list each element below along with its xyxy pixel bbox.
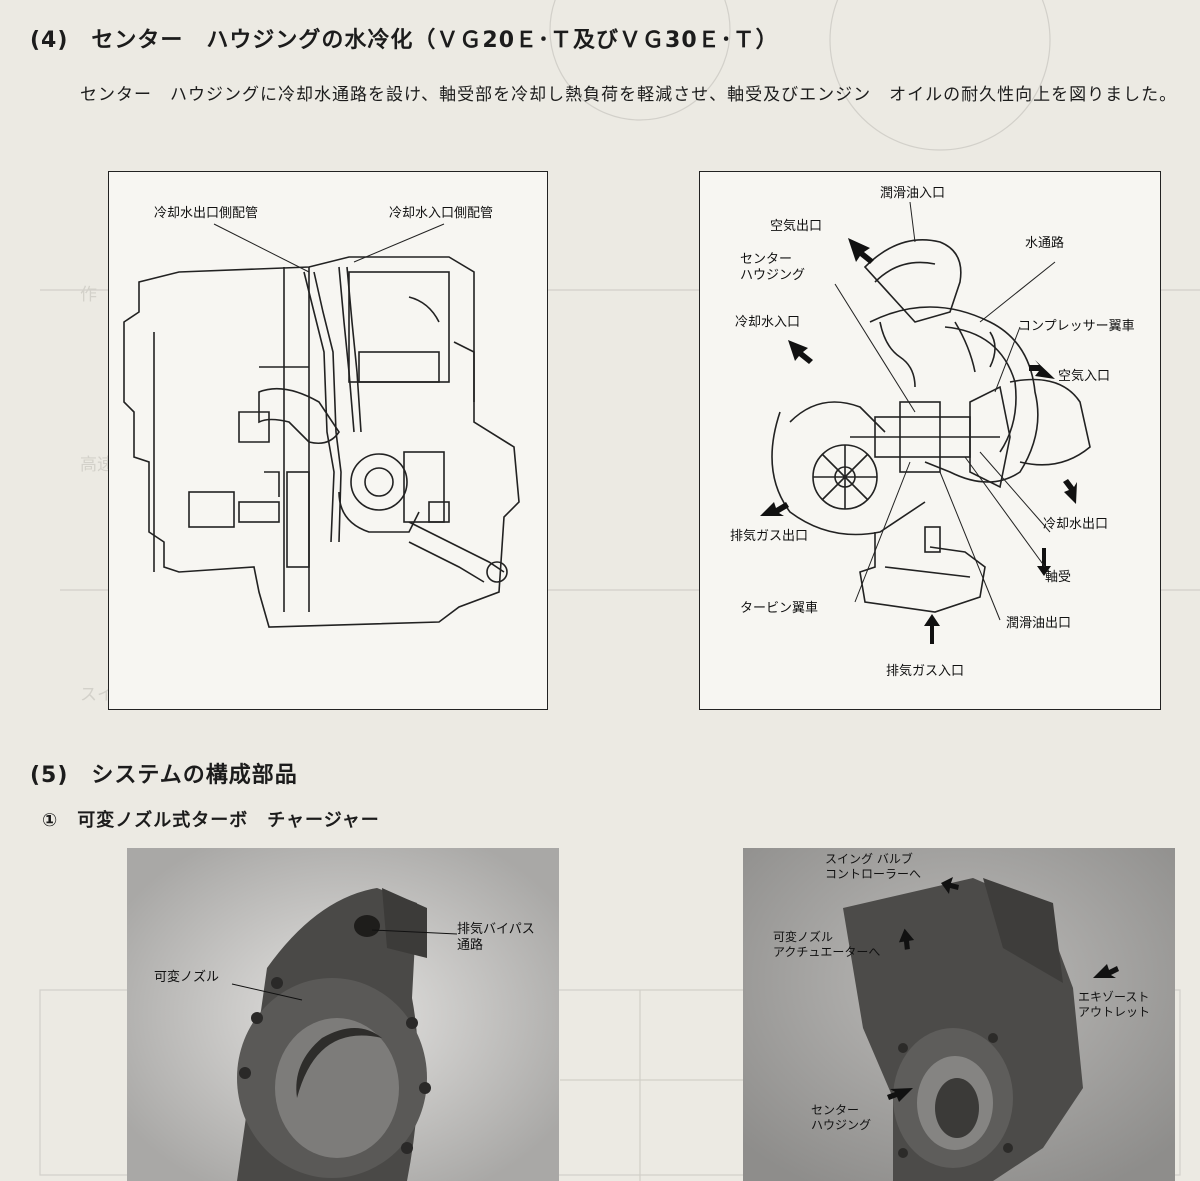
label-exhaust-inlet: 排気ガス入口 xyxy=(886,664,965,679)
label-center-housing: センター ハウジング xyxy=(740,252,806,283)
label-center-housing-photo: センター ハウジング xyxy=(811,1103,872,1132)
item-1-heading: ① 可変ノズル式ターボ チャージャー xyxy=(42,810,380,831)
label-variable-nozzle: 可変ノズル xyxy=(154,970,220,985)
label-exhaust-bypass: 排気バイパス 通路 xyxy=(457,922,535,953)
label-compressor-wheel: コンプレッサー翼車 xyxy=(1018,319,1135,334)
engine-drawing xyxy=(123,223,520,628)
label-turbine-wheel: タービン翼車 xyxy=(740,601,819,616)
label-coolant-outlet-pipe: 冷却水出口側配管 xyxy=(154,206,259,221)
label-air-inlet: 空気入口 xyxy=(1058,369,1111,384)
label-air-outlet: 空気出口 xyxy=(770,219,823,234)
label-exhaust-outlet: 排気ガス出口 xyxy=(730,529,809,544)
label-coolant-inlet-pipe: 冷却水入口側配管 xyxy=(389,206,494,221)
engine-coolant-pipe-figure: 冷却水出口側配管 冷却水入口側配管 xyxy=(108,171,548,710)
turbine-housing-image xyxy=(743,848,1175,1181)
label-water-passage: 水通路 xyxy=(1025,236,1065,251)
label-bearing: 軸受 xyxy=(1045,570,1072,585)
section-4-paragraph: センター ハウジングに冷却水通路を設け、軸受部を冷却し熱負荷を軽減させ、軸受及び… xyxy=(80,85,1178,105)
nozzle-housing-image xyxy=(127,848,559,1181)
label-coolant-outlet: 冷却水出口 xyxy=(1043,517,1109,532)
variable-nozzle-photo: 排気バイパス 通路 可変ノズル xyxy=(127,848,559,1181)
section-4-heading: (4) センター ハウジングの水冷化（ＶＧ20Ｅ･Ｔ及びＶＧ30Ｅ･Ｔ） xyxy=(30,28,779,53)
label-coolant-inlet: 冷却水入口 xyxy=(735,315,801,330)
label-lube-outlet: 潤滑油出口 xyxy=(1006,616,1072,631)
label-swing-valve-controller: スイング バルブ コントローラーへ xyxy=(825,852,922,881)
turbo-cutaway-drawing xyxy=(760,201,1091,644)
turbine-housing-photo: スイング バルブ コントローラーへ 可変ノズル アクチュエーターへ エキゾースト… xyxy=(743,848,1175,1181)
label-exhaust-outlet-photo: エキゾースト アウトレット xyxy=(1078,990,1151,1019)
section-5-heading: (5) システムの構成部品 xyxy=(30,763,298,788)
label-vn-actuator: 可変ノズル アクチュエーターへ xyxy=(773,930,881,959)
label-lube-inlet: 潤滑油入口 xyxy=(880,186,946,201)
turbocharger-cutaway-figure: 潤滑油入口 空気出口 水通路 センター ハウジング 冷却水入口 コンプレッサー翼… xyxy=(699,171,1161,710)
